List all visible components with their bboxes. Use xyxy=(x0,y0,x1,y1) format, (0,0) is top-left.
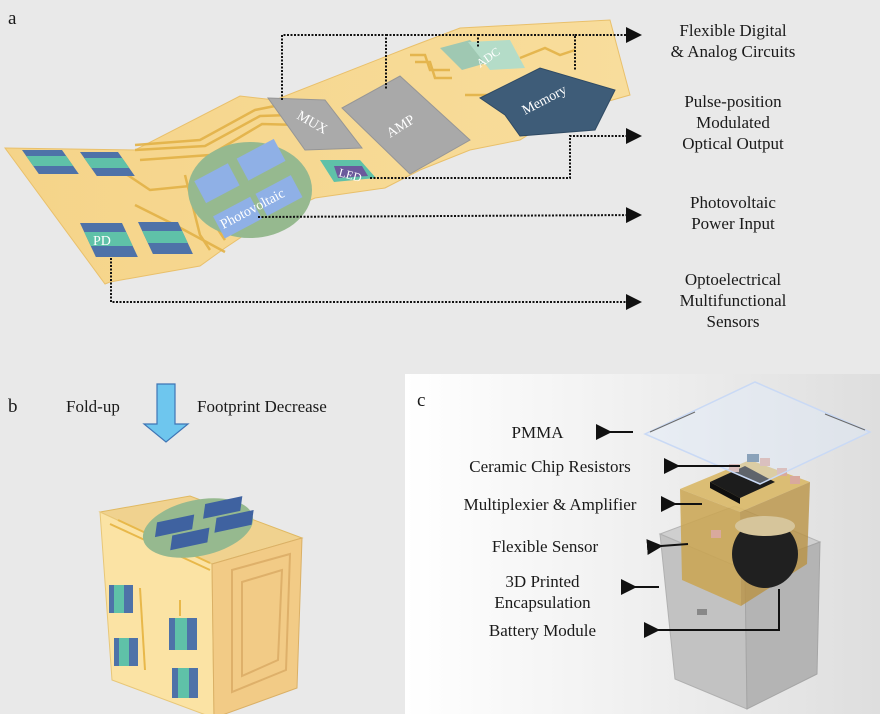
fold-up-label: Fold-up xyxy=(66,397,120,416)
encapsulated-device-illustration xyxy=(596,381,872,710)
footprint-decrease-label: Footprint Decrease xyxy=(197,397,327,416)
callout-digital-analog-circuits: Flexible Digital & Analog Circuits xyxy=(648,20,818,62)
pd-label: PD xyxy=(93,234,111,249)
callout-line: Optical Output xyxy=(682,134,784,153)
panel-b-letter: b xyxy=(8,396,18,417)
sensor-pad xyxy=(80,152,135,176)
callout-line: Multifunctional xyxy=(679,291,787,310)
panel-a-letter: a xyxy=(8,8,17,29)
cube-sensor-pad xyxy=(114,638,138,666)
panel-c-letter: c xyxy=(417,390,426,411)
callout-flexible-sensor: Flexible Sensor xyxy=(491,537,599,556)
callout-battery-module: Battery Module xyxy=(488,621,597,640)
led-label: LED xyxy=(337,165,363,185)
callout-line: 3D Printed xyxy=(505,572,580,591)
arrow-battery xyxy=(644,589,780,638)
fold-down-arrow-icon xyxy=(142,383,190,443)
callout-line: Power Input xyxy=(691,214,775,233)
arrow-sensors xyxy=(110,258,642,310)
sensor-pad xyxy=(22,150,79,174)
panel-a: a xyxy=(0,0,880,340)
memory-chip: Memory xyxy=(479,67,616,137)
cube-photovoltaic-cell xyxy=(142,496,254,558)
callout-ppm-optical-output: Pulse-position Modulated Optical Output xyxy=(648,91,818,154)
callout-line: Flexible Digital xyxy=(679,21,787,40)
callout-line: Optoelectrical xyxy=(684,270,782,289)
callout-optoelectrical-sensors: Optoelectrical Multifunctional Sensors xyxy=(648,269,818,332)
callout-line: Modulated xyxy=(696,113,770,132)
cube-side-face xyxy=(211,537,303,714)
callout-line: Pulse-position xyxy=(684,92,782,111)
photovoltaic-cell: Photovoltaic xyxy=(188,138,312,239)
cube-sensor-pad xyxy=(109,585,133,613)
pmma-sheet xyxy=(643,381,872,485)
flexible-circuit-illustration: PD Photovoltaic MUX AMP xyxy=(4,19,642,310)
callout-line: Encapsulation xyxy=(494,593,591,612)
callout-photovoltaic-power-input: Photovoltaic Power Input xyxy=(648,192,818,234)
led-chip: LED xyxy=(320,160,376,185)
callout-line: Sensors xyxy=(706,312,760,331)
callout-ceramic-chip-resistors: Ceramic Chip Resistors xyxy=(469,457,631,476)
battery-cylinder xyxy=(732,520,798,588)
callout-line: & Analog Circuits xyxy=(670,42,796,61)
callout-pmma: PMMA xyxy=(511,423,564,442)
panel-b: b Fold-up Footprint Decrease xyxy=(0,370,405,714)
arrow-pv-input xyxy=(257,207,642,224)
photodetector-pd-pad xyxy=(80,223,138,257)
callout-line: Photovoltaic xyxy=(690,193,776,212)
panel-c: c xyxy=(405,374,880,714)
cube-sensor-pad xyxy=(172,668,198,698)
cube-sensor-pad xyxy=(169,618,197,650)
leader-lines xyxy=(110,27,642,310)
folded-cube-illustration xyxy=(98,383,304,714)
arrow-flexible-sensor xyxy=(646,539,689,556)
ceramic-resistors xyxy=(711,454,800,538)
black-ic-chip xyxy=(710,466,775,498)
callout-3d-printed-encapsulation: 3D Printed Encapsulation xyxy=(465,571,620,613)
arrow-optical-output xyxy=(370,128,642,179)
mux-chip: MUX xyxy=(267,97,363,151)
callout-multiplexier-amplifier: Multiplexier & Amplifier xyxy=(463,495,637,514)
amp-chip: AMP xyxy=(341,75,471,175)
adc-chip: ADC xyxy=(440,40,525,70)
sensor-pad xyxy=(138,222,193,254)
flex-cube-front xyxy=(680,489,741,606)
